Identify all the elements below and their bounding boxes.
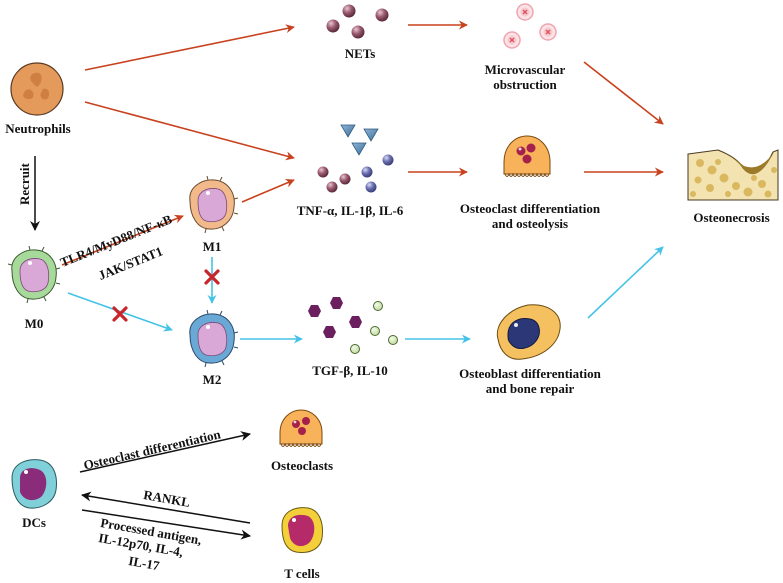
nets-particles-icon xyxy=(326,4,389,39)
arrow-microvascular-to-osteonecrosis xyxy=(583,61,664,125)
proinflammatory-cytokines-icon xyxy=(317,124,394,193)
arrow-dc-to-tcells xyxy=(81,509,251,540)
arrow-neutrophils-to-cytokines xyxy=(84,101,295,161)
arrow-tcells-to-dc xyxy=(81,491,251,524)
label-cytokines-m1: TNF-α, IL-1β, IL-6 xyxy=(296,203,404,218)
arrow-dc-to-osteoclasts xyxy=(79,431,251,473)
t-cell-icon xyxy=(281,507,323,553)
arrow-m0-to-m1 xyxy=(61,214,184,266)
m1-macrophage-icon xyxy=(189,175,239,234)
label-microvascular-line1: Microvascular xyxy=(484,62,566,77)
label-recruit: Recruit xyxy=(17,163,32,205)
label-dcs: DCs xyxy=(22,515,46,530)
microvascular-obstruction-icon xyxy=(503,3,557,49)
m0-macrophage-icon xyxy=(7,245,61,304)
osteoclasts-cell-icon xyxy=(279,409,323,447)
label-osteonecrosis: Osteonecrosis xyxy=(693,210,770,225)
label-m2: M2 xyxy=(202,372,222,387)
label-m0: M0 xyxy=(24,316,44,331)
label-m1: M1 xyxy=(202,239,222,254)
m2-macrophage-icon xyxy=(189,309,239,368)
antiinflammatory-cytokines-icon xyxy=(308,297,398,354)
label-tcells: T cells xyxy=(284,566,320,581)
label-cytokines-m2: TGF-β, IL-10 xyxy=(312,363,388,378)
block-x-icon-m0-m2 xyxy=(112,306,128,322)
block-x-icon-m1-m2 xyxy=(204,269,220,285)
arrow-osteoblast-diff-to-osteonecrosis xyxy=(587,246,664,319)
arrow-neutrophils-to-nets xyxy=(84,24,295,71)
label-osteoblast-diff-line2: and bone repair xyxy=(485,381,575,396)
label-osteoclast-diff-line2: and osteolysis xyxy=(491,216,569,231)
dendritic-cell-icon xyxy=(11,459,57,509)
arrow-m1-to-cytokines xyxy=(241,179,295,203)
label-osteoclasts: Osteoclasts xyxy=(270,458,334,473)
neutrophil-cell-icon xyxy=(10,62,64,116)
label-nets: NETs xyxy=(344,46,376,61)
osteoclast-cell-icon xyxy=(503,135,551,177)
label-osteoblast-diff-line1: Osteoblast differentiation xyxy=(459,366,601,381)
label-osteoclast-diff-line1: Osteoclast differentiation xyxy=(459,201,601,216)
osteoblast-cell-icon xyxy=(496,304,561,360)
necrotic-bone-icon xyxy=(687,149,779,201)
arrow-m0-to-m2 xyxy=(67,292,173,332)
label-microvascular-line2: obstruction xyxy=(493,77,557,92)
label-neutrophils: Neutrophils xyxy=(5,121,71,136)
